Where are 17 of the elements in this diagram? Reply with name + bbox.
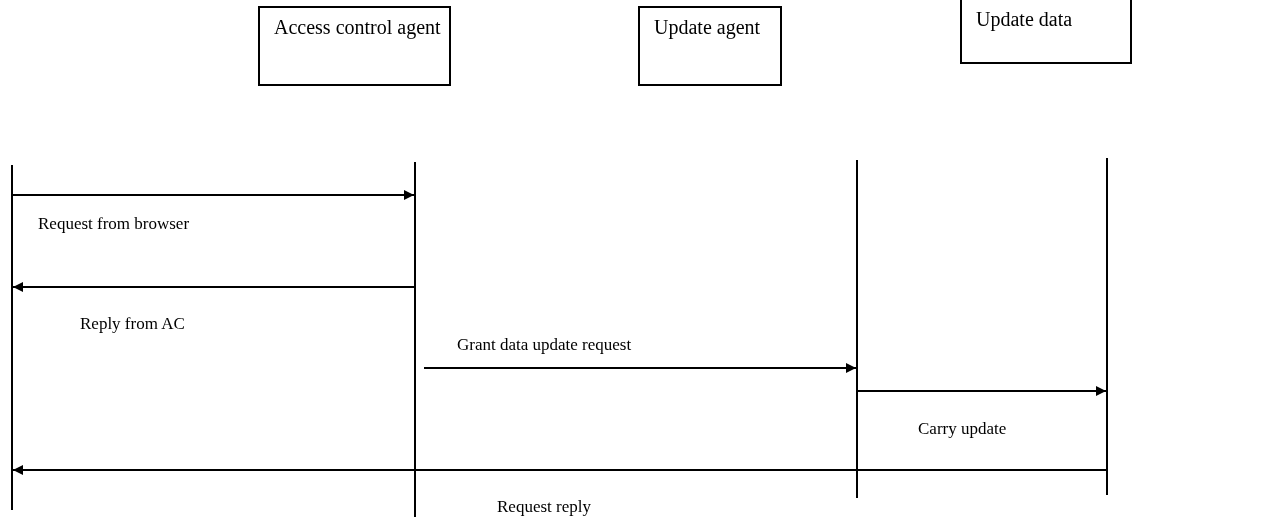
lifeline-line — [414, 162, 416, 517]
edge-label: Request from browser — [38, 214, 190, 234]
message-arrow — [12, 282, 415, 292]
lifeline-line — [1106, 158, 1108, 495]
message-arrow — [423, 363, 857, 373]
edge-label: Grant data update request — [457, 335, 632, 355]
lifeline-line — [11, 165, 13, 510]
edge-label: Request reply — [497, 497, 591, 517]
participant-box: Update agent — [638, 6, 782, 86]
participant-box: Update data — [960, 0, 1132, 64]
edge-label: Reply from AC — [80, 314, 185, 334]
message-arrow — [12, 465, 1107, 475]
message-arrow — [857, 386, 1107, 396]
lifeline-line — [856, 160, 858, 498]
participant-box: Access control agent — [258, 6, 451, 86]
edge-label: Carry update — [918, 419, 1007, 439]
message-arrow — [12, 190, 415, 200]
